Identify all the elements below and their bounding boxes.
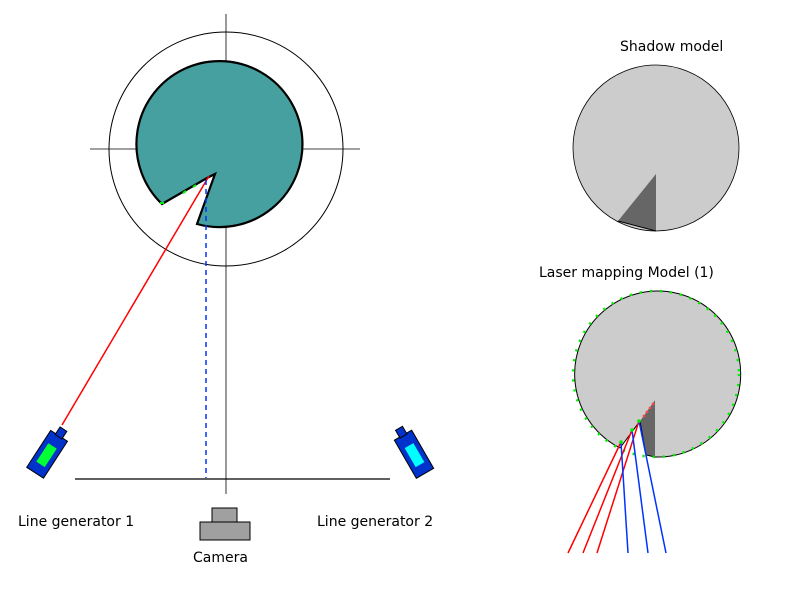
laser-ray-red-2 xyxy=(582,429,633,554)
camera-ray-blue-1 xyxy=(620,441,629,554)
line-generator-2-label: Line generator 2 xyxy=(317,514,433,530)
laser-shadow-region xyxy=(640,400,655,457)
notch-edge-points xyxy=(619,419,641,444)
camera-ray-blue-2 xyxy=(631,429,649,554)
laser-mapping-disc xyxy=(574,291,741,458)
shadow-edge xyxy=(617,220,657,232)
camera-rays-blue xyxy=(620,420,667,554)
laser-beams-red xyxy=(567,420,640,554)
camera-label: Camera xyxy=(193,550,248,566)
line-generator-1-icon xyxy=(26,426,69,479)
scanned-object xyxy=(135,60,304,229)
shadow-model-title: Shadow model xyxy=(620,39,723,55)
laser-mapping-edge-points xyxy=(571,289,741,459)
laser-ray-red-1 xyxy=(567,441,622,554)
line-generator-1-label: Line generator 1 xyxy=(18,514,134,530)
laser-beam-1 xyxy=(61,175,210,426)
laser-mapping-outline xyxy=(574,290,742,458)
object-edge-points xyxy=(160,184,197,204)
camera-ray-blue-3 xyxy=(638,420,667,554)
rotation-circle xyxy=(108,31,344,267)
laser-mapping-title: Laser mapping Model (1) xyxy=(539,265,714,281)
laser-ray-red-3 xyxy=(596,420,640,554)
camera-icon xyxy=(199,507,251,541)
shadow-region xyxy=(618,174,656,231)
laser-mapping-red-points xyxy=(642,402,655,418)
line-generator-2-icon xyxy=(393,425,435,480)
